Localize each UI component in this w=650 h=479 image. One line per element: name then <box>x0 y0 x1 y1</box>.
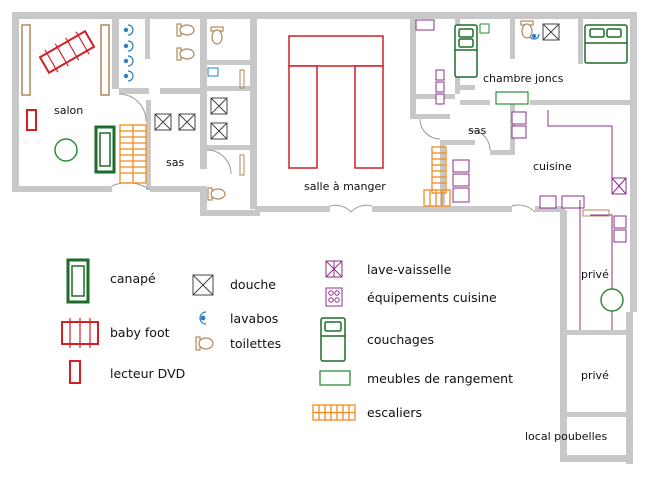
legend-shower-icon <box>192 274 214 296</box>
legend-dishwasher-icon <box>325 260 343 278</box>
shelf-left <box>21 24 31 96</box>
salon-furniture <box>21 24 116 174</box>
legend-label-douche: douche <box>230 277 276 292</box>
legend-cooktop-icon <box>325 287 343 307</box>
legend-label-canape: canapé <box>110 271 156 286</box>
room-label-prive-1: privé <box>581 268 609 281</box>
sofa <box>94 125 116 174</box>
dining-tables <box>288 35 384 169</box>
doors <box>111 93 536 213</box>
legend-symbols <box>61 258 356 421</box>
legend-bed-icon <box>320 317 346 362</box>
storage-chambre <box>495 91 529 105</box>
legend-dvd-icon <box>69 360 81 384</box>
dvd-player <box>26 109 37 131</box>
lavabos-group <box>123 24 134 82</box>
room-label-sas-right: sas <box>468 124 487 137</box>
chambre-beds <box>454 24 628 78</box>
legend-label-baby-foot: baby foot <box>110 325 170 340</box>
shower-group <box>154 23 560 140</box>
legend-label-escaliers: escaliers <box>367 405 423 420</box>
toilets-group <box>176 23 226 201</box>
legend-lavabo-icon <box>199 311 207 325</box>
legend-label-meubles-rangement: meubles de rangement <box>367 371 514 386</box>
room-label-salle-a-manger: salle à manger <box>304 180 386 193</box>
baby-foot-table <box>38 29 96 75</box>
legend-label-lecteur-dvd: lecteur DVD <box>110 366 186 381</box>
walls <box>12 12 637 464</box>
stairs-left <box>119 124 147 184</box>
stairs-right <box>423 146 451 207</box>
room-label-salon: salon <box>54 104 84 117</box>
room-label-local-poubelles: local poubelles <box>525 430 608 443</box>
prive-round-table <box>600 288 624 312</box>
legend-label-toilettes: toilettes <box>230 336 282 351</box>
kitchen-equipment <box>415 19 627 243</box>
room-label-chambre-joncs: chambre joncs <box>483 72 564 85</box>
room-label-cuisine: cuisine <box>533 160 572 173</box>
legend-babyfoot-icon <box>61 318 99 348</box>
legend-label-lavabos: lavabos <box>230 311 279 326</box>
round-table <box>54 138 78 162</box>
room-label-prive-2: privé <box>581 369 609 382</box>
legend-stairs-icon <box>312 404 356 421</box>
legend-label-couchages: couchages <box>367 332 435 347</box>
legend-sofa-icon <box>66 258 90 304</box>
room-label-sas-left: sas <box>166 156 185 169</box>
legend-toilet-icon <box>195 336 214 351</box>
legend-storage-icon <box>319 370 351 386</box>
toilet-right <box>520 20 534 39</box>
shelf-right <box>100 24 110 96</box>
legend-label-equipements-cuisine: équipements cuisine <box>367 290 497 305</box>
legend-label-lave-vaisselle: lave-vaisselle <box>367 262 452 277</box>
